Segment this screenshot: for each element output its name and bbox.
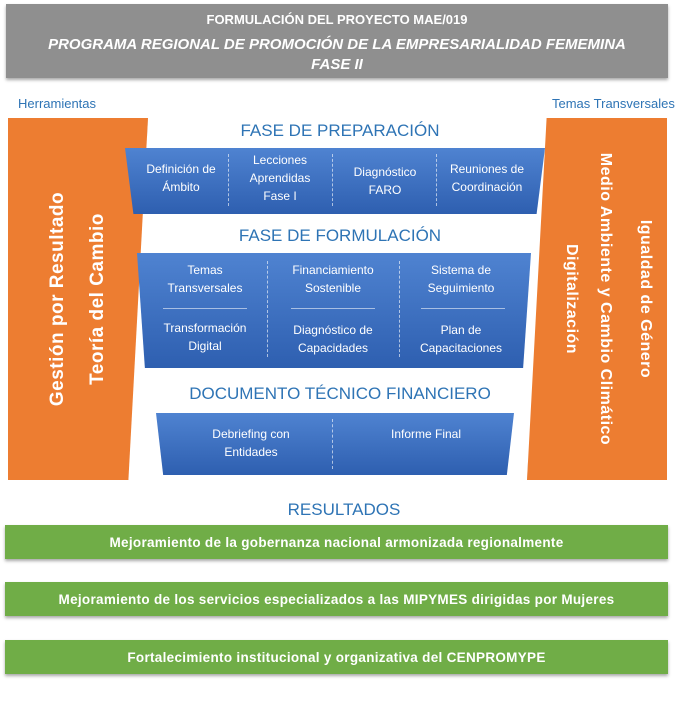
header-line-2: PROGRAMA REGIONAL DE PROMOCIÓN DE LA EMP… [48, 36, 626, 53]
item-sistema-seguimiento: Sistema de Seguimiento [427, 263, 495, 295]
item-transformacion-digital: Transformación Digital [163, 321, 247, 353]
documento-tecnico-title: DOCUMENTO TÉCNICO FINANCIERO [189, 384, 491, 403]
item-financiamiento-sostenible: Financiamiento Sostenible [292, 263, 374, 295]
item-definicion-ambito: Definición de Ámbito [146, 162, 216, 194]
tema-digitalizacion: Digitalización [563, 243, 580, 355]
temas-transversales-panel: Igualdad de Género Medio Ambiente y Camb… [527, 118, 667, 480]
item-plan-capacitaciones: Plan de Capacitaciones [419, 323, 503, 355]
herramientas-panel: Gestión por Resultado Teoría del Cambio [8, 118, 148, 480]
header-line-1: FORMULACIÓN DEL PROYECTO MAE/019 [206, 12, 468, 27]
header-line-3: FASE II [311, 56, 363, 73]
item-temas-transversales: Temas Transversales [167, 263, 243, 295]
resultado-gobernanza: Mejoramiento de la gobernanza nacional a… [5, 525, 668, 559]
herramienta-teoria-del-cambio: Teoría del Cambio [87, 213, 108, 385]
item-informe-final: Informe Final [390, 427, 462, 441]
fase-preparacion-box: Definición de Ámbito Lecciones Aprendida… [125, 148, 545, 214]
header-banner: FORMULACIÓN DEL PROYECTO MAE/019 PROGRAM… [6, 4, 668, 78]
resultado-fortalecimiento: Fortalecimiento institucional y organiza… [5, 640, 668, 674]
documento-tecnico-box: Debriefing con Entidades Informe Final [156, 413, 514, 475]
herramienta-gestion-por-resultado: Gestión por Resultado [47, 191, 68, 407]
item-reuniones-coordinacion: Reuniones de Coordinación [449, 162, 525, 194]
fase-preparacion-title: FASE DE PREPARACIÓN [240, 121, 440, 140]
resultado-servicios-mipymes: Mejoramiento de los servicios especializ… [5, 582, 668, 616]
label-herramientas: Herramientas [18, 96, 97, 111]
fase-formulacion-title: FASE DE FORMULACIÓN [238, 226, 442, 245]
tema-igualdad-de-genero: Igualdad de Género [637, 219, 654, 379]
item-diagnostico-faro: Diagnóstico FARO [353, 165, 417, 197]
resultados-title: RESULTADOS [287, 500, 401, 519]
tema-medio-ambiente: Medio Ambiente y Cambio Climático [597, 152, 614, 446]
item-lecciones-aprendidas: Lecciones Aprendidas Fase I [249, 153, 311, 203]
item-diagnostico-capacidades: Diagnóstico de Capacidades [293, 323, 373, 355]
fase-formulacion-box: Temas Transversales Financiamiento Soste… [137, 253, 531, 368]
label-temas-transversales: Temas Transversales [552, 96, 675, 111]
item-debriefing-entidades: Debriefing con Entidades [212, 427, 290, 459]
